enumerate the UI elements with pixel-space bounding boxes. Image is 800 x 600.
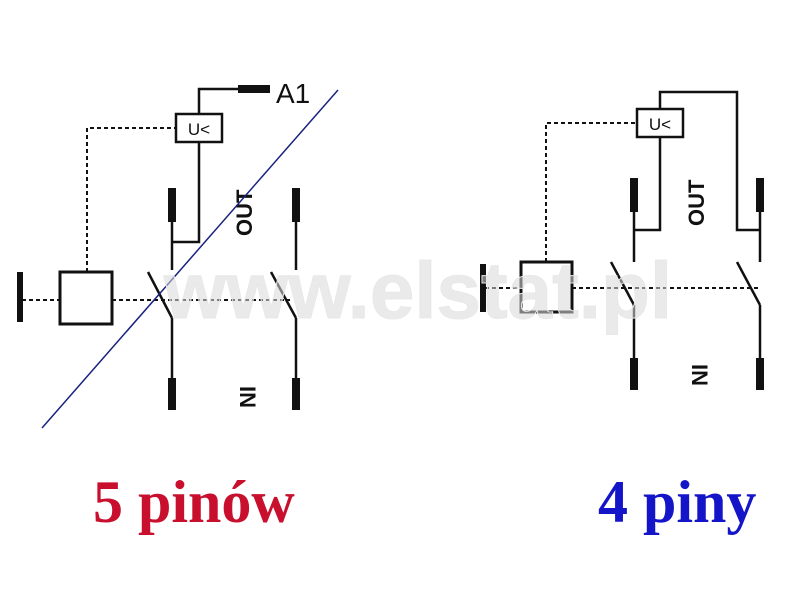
pole2-contact	[269, 271, 298, 319]
relay-label: U<	[188, 120, 210, 139]
terminal-label-a1: A1	[276, 78, 310, 109]
mechanism-box	[58, 270, 114, 326]
relay-wire-right	[658, 90, 760, 232]
diagram-4-pin	[480, 90, 764, 390]
in-label: IN	[687, 364, 712, 386]
cross-out-line	[41, 89, 339, 429]
mechanism-box	[519, 260, 574, 314]
pole1-contact	[609, 261, 636, 306]
diagram-5-pin	[17, 85, 300, 410]
relay-wire-left	[634, 137, 662, 232]
dashed-link-relay	[545, 122, 637, 262]
watermark: www.elstat.pl	[163, 246, 672, 335]
in-label: IN	[235, 386, 260, 408]
relay-label: U<	[649, 115, 671, 134]
pole2-contact	[735, 261, 762, 306]
out-label: OUT	[684, 179, 709, 226]
a1-wire	[197, 87, 238, 114]
pole1-contact	[146, 271, 174, 319]
caption-4-pins: 4 piny	[598, 469, 757, 535]
dashed-link-relay	[86, 127, 176, 272]
relay-output-wire	[172, 142, 201, 244]
caption-5-pins: 5 pinów	[93, 469, 295, 535]
